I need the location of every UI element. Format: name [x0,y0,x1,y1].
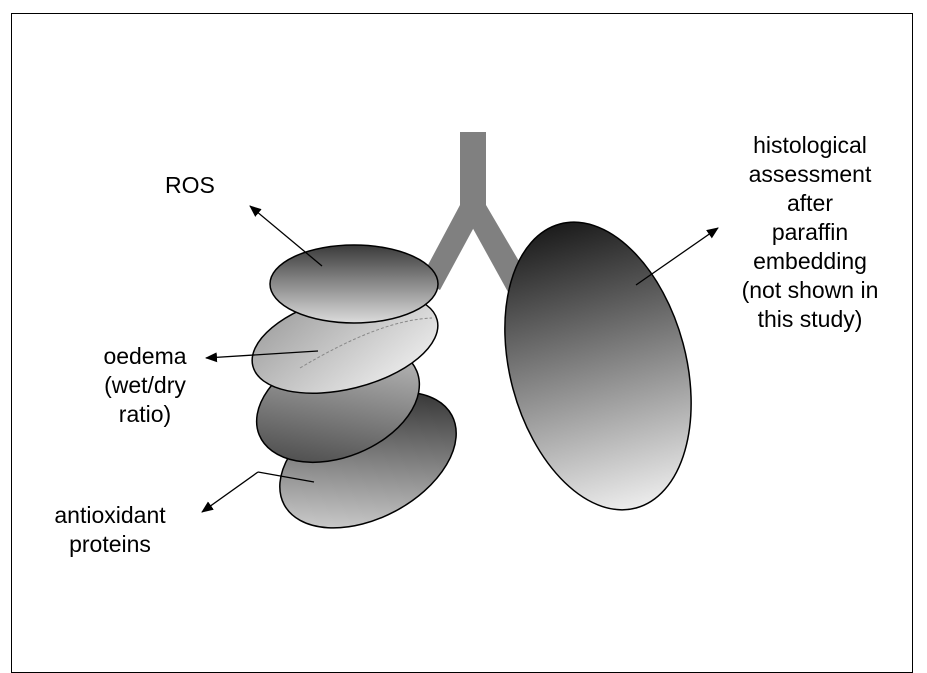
oedema-label: oedema (wet/dry ratio) [84,342,206,429]
ros-arrow [250,206,322,266]
antioxidant-label: antioxidant proteins [20,501,200,559]
histology-label: histological assessment after paraffin e… [710,131,910,334]
left-lobe-top [270,245,438,323]
histology-arrow [636,228,718,285]
trachea [420,132,530,292]
ros-label: ROS [165,171,215,200]
antioxidant-arrow [202,472,258,512]
